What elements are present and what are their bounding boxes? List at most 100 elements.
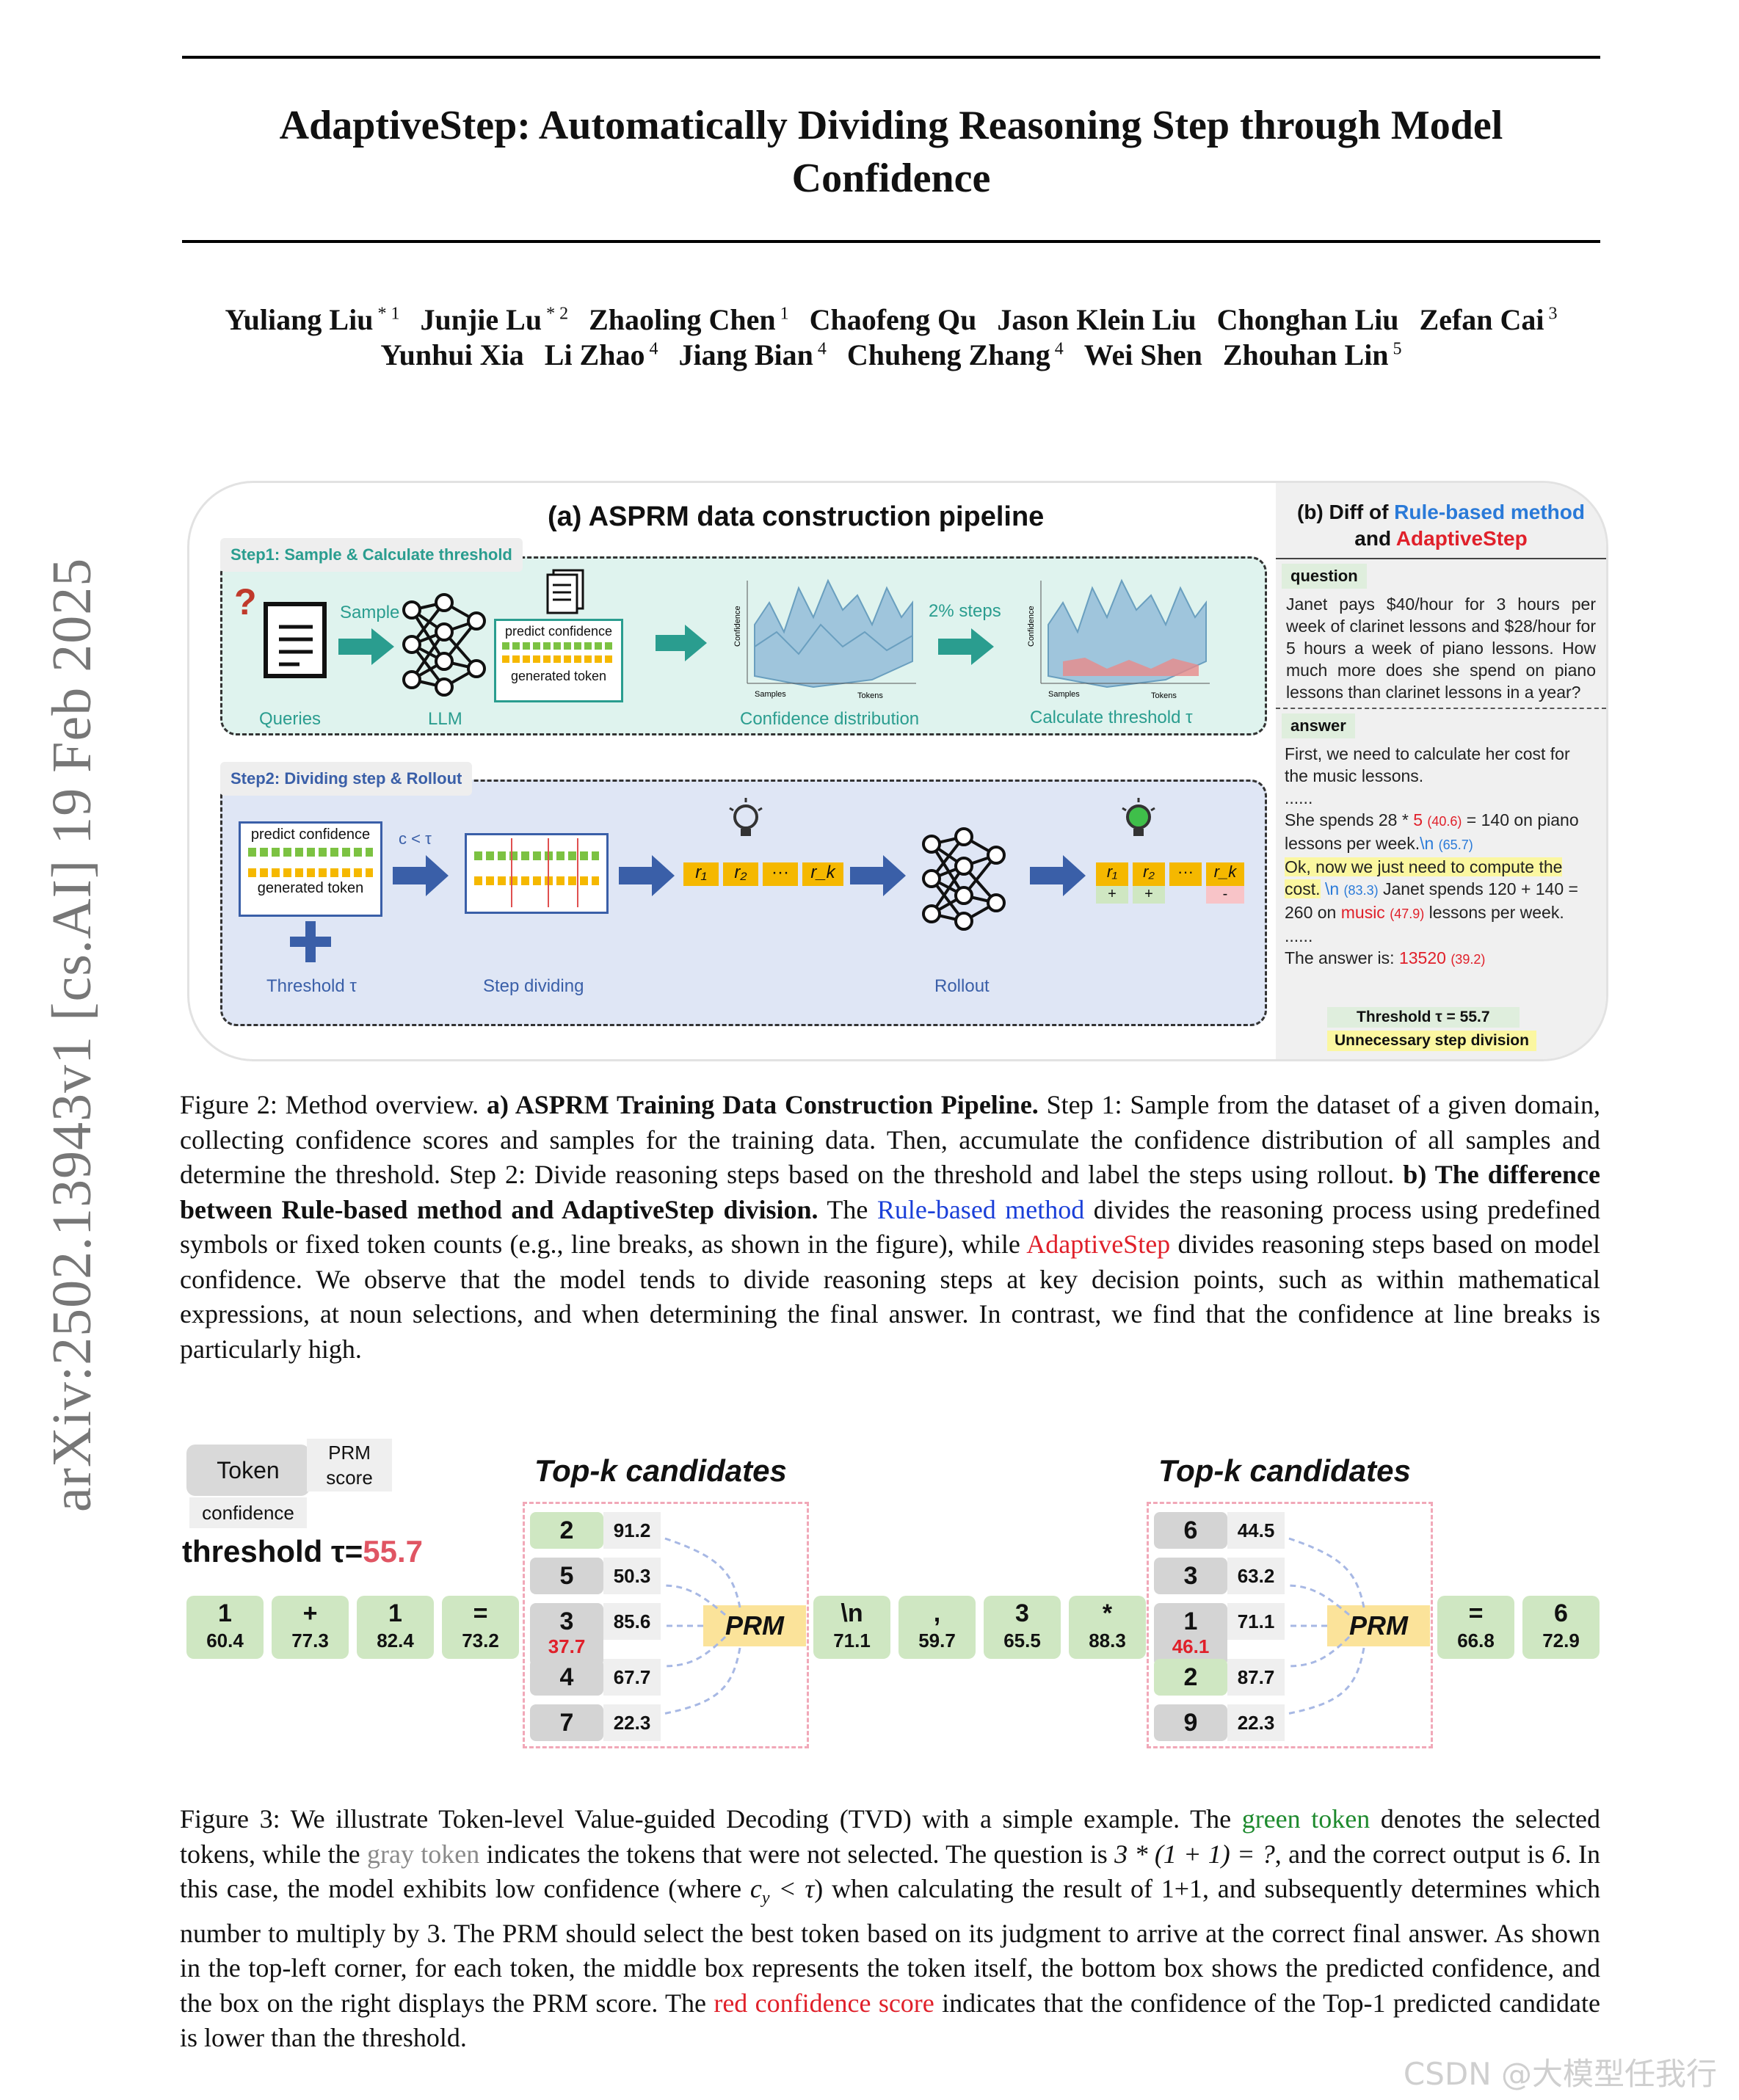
candidate-prm-score: 71.1 [1227,1603,1285,1640]
rk-result: r_k- [1206,862,1244,904]
unnecessary-box: Unnecessary step division [1327,1031,1536,1051]
token-text: 3 [984,1596,1061,1630]
author: Chonghan Liu [1217,303,1399,336]
answer-line-2: She spends 28 * 5 (40.6) = 140 on piano … [1285,809,1597,856]
candidate-token: 6 [1154,1512,1227,1549]
step-chain-1: r₁ r₂ ··· r_k [683,862,843,886]
divider-line-2 [548,838,549,907]
divider-line-1 [511,838,512,907]
author-affiliation: 3 [1544,305,1558,324]
token-text: 6 [1522,1596,1600,1630]
prm-arrows-1 [659,1505,762,1747]
candidate-token: 9 [1154,1704,1227,1741]
author-affiliation: 1 [776,305,789,324]
divider-line-3 [577,838,578,907]
threshold-value: 55.7 [363,1534,423,1569]
top-rule [182,56,1600,59]
selected-token: 182.4 [357,1596,434,1659]
fig3-cap-cond: c [750,1874,762,1903]
token-confidence: 72.9 [1522,1630,1600,1652]
answer-section: answer First, we need to calculate her c… [1276,713,1606,970]
stack-doc-icon [542,569,586,617]
token-text: * [1069,1596,1146,1630]
selected-token: =73.2 [442,1596,519,1659]
conf-dist-label: Confidence distribution [740,709,919,730]
author: Zhaoling Chen 1 [589,303,789,336]
fig2-title-a: (a) ASPRM data construction pipeline [548,501,1044,533]
answer-line-1: First, we need to calculate her cost for… [1285,743,1597,787]
dots-chip-2: ··· [1169,862,1202,886]
candidate-confidence: 37.7 [530,1635,603,1658]
dots-chip: ··· [763,862,798,886]
r2-chip: r₂ [723,862,758,886]
fig2-cap-b1: a) ASPRM Training Data Construction Pipe… [487,1090,1039,1119]
paper-title: AdaptiveStep: Automatically Dividing Rea… [182,99,1600,205]
rk-chip: r_k [802,862,843,886]
candidate-prm-score: 85.6 [603,1603,661,1640]
llm-network-icon [399,592,490,698]
candidate-prm-score: 44.5 [1227,1512,1285,1549]
legend-confidence: confidence [189,1497,307,1528]
topk-title-1: Top-k candidates [534,1453,787,1489]
author-affiliation: * 1 [373,305,399,324]
dividing-token-bar [474,876,599,885]
author: Li Zhao 4 [545,338,658,371]
generated-token-label: generated token [496,669,621,684]
fig3-cap-p1: Figure 3: We illustrate Token-level Valu… [180,1804,1242,1834]
diff-panel: (b) Diff of Rule-based method and Adapti… [1276,483,1606,1059]
token-text: = [442,1596,519,1630]
threshold-chart: Confidence Samples Tokens [1019,566,1221,702]
selected-token: *88.3 [1069,1596,1146,1659]
c-lt-tau-label: c < τ [399,829,432,849]
fig3-cap-cond-rest: < τ [770,1874,815,1903]
ans2c: (40.6) [1427,814,1462,829]
sample-arrow-icon [338,628,396,665]
figure-3: Token PRM score confidence threshold τ=5… [182,1439,1606,1784]
r1-result: r₁+ [1096,862,1128,904]
r1-chip-2: r₁ [1096,862,1128,886]
bottom-rule [182,240,1600,243]
author-affiliation: 4 [645,340,658,359]
candidate-confidence: 46.1 [1154,1635,1227,1658]
answer-label: answer [1282,713,1355,738]
dividing-arrow-icon [393,855,450,896]
diff-title-prefix: (b) Diff of [1297,501,1394,523]
candidate-prm-score: 22.3 [603,1704,661,1741]
token-confidence: 82.4 [357,1630,434,1652]
token-confidence: 66.8 [1437,1630,1514,1652]
step-dividing-box [465,833,609,914]
candidate-token: 3 [1154,1558,1227,1594]
author: Jason Klein Liu [997,303,1196,336]
threshold-tau-label: Threshold τ [266,976,357,997]
answer-ellipsis-2: ...... [1285,925,1597,947]
rollout-label: Rollout [934,976,990,997]
answer-line-4: The answer is: 13520 (39.2) [1285,947,1597,970]
token-text: , [898,1596,976,1630]
ans2e: \n [1420,834,1434,853]
token-text: 1 [357,1596,434,1630]
candidate-token: 4 [530,1659,603,1696]
ans3c: (83.3) [1344,883,1379,898]
ans3f: (47.9) [1390,907,1424,921]
token-text: + [272,1596,349,1630]
token-text: = [1437,1596,1514,1630]
author-affiliation: 5 [1389,340,1402,359]
threshold-box: Threshold τ = 55.7 [1327,1007,1520,1028]
token-confidence: 73.2 [442,1630,519,1652]
predict-confidence-label: predict confidence [496,624,621,639]
legend-prm: PRM score [307,1439,392,1492]
author: Jiang Bian 4 [678,338,826,371]
predict-confidence-box: predict confidence generated token [494,619,623,702]
candidate-prm-score: 87.7 [1227,1659,1285,1696]
question-section: question Janet pays $40/hour for 3 hours… [1276,564,1606,703]
author: Yuliang Liu * 1 [225,303,399,336]
title-line-1: AdaptiveStep: Automatically Dividing Rea… [182,99,1600,152]
ans4b: 13520 [1399,948,1446,967]
fig2-cap-p1: Figure 2: Method overview. [180,1090,487,1119]
token-bar [502,655,615,663]
samples-axis-label: Samples [755,690,786,699]
ans3e: music [1341,903,1385,922]
dividing-conf-bar [474,851,599,860]
answer-text: First, we need to calculate her cost for… [1282,738,1600,970]
